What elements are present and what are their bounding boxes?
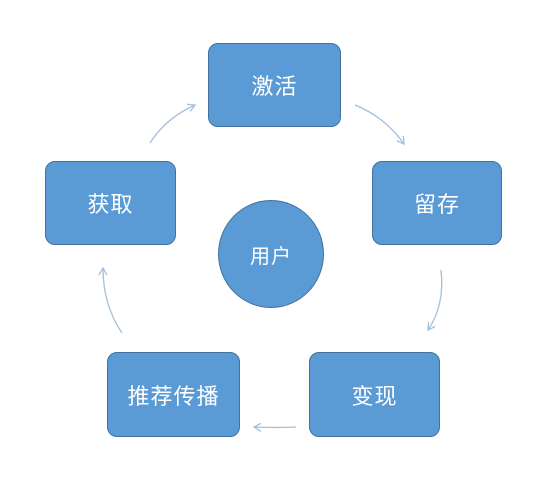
node-refer-label: 推荐传播 <box>127 384 220 410</box>
node-monetize: 变现 <box>309 352 440 437</box>
node-user-center: 用户 <box>218 200 324 308</box>
arrow-acquire-to-activate <box>149 103 197 144</box>
node-activate: 激活 <box>208 43 341 127</box>
node-retain: 留存 <box>372 161 502 245</box>
node-activate-label: 激活 <box>251 75 298 100</box>
arrow-monetize-to-refer <box>252 422 297 432</box>
node-retain-label: 留存 <box>413 193 460 218</box>
node-user-label: 用户 <box>250 243 292 268</box>
node-acquire-label: 获取 <box>87 193 134 218</box>
arrow-refer-to-acquire <box>98 266 123 334</box>
arrow-retain-to-monetize <box>427 269 443 332</box>
node-refer: 推荐传播 <box>107 352 240 437</box>
node-monetize-label: 变现 <box>351 384 398 410</box>
node-acquire: 获取 <box>45 161 176 245</box>
arrow-activate-to-retain <box>354 104 405 146</box>
